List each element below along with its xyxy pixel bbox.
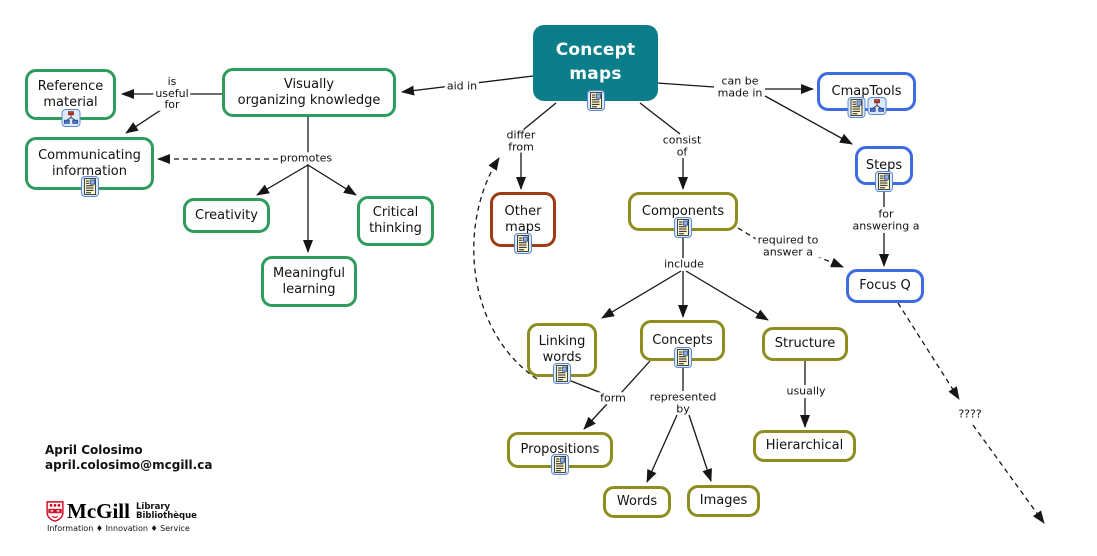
node-focus-q[interactable]: Focus Q	[846, 269, 924, 303]
node-resource-icons	[61, 109, 80, 127]
link-label-form: form	[598, 391, 628, 405]
node-label-concepts: Concepts	[652, 332, 713, 348]
node-label-concept-maps: Concept maps	[555, 40, 636, 84]
edge-unknown-continues	[972, 424, 1045, 524]
node-resource-icons	[80, 176, 99, 197]
node-label-hierarchical: Hierarchical	[765, 438, 844, 454]
node-label-images: Images	[699, 493, 748, 509]
node-communicating-information[interactable]: Communicating information	[25, 137, 154, 197]
edge-focus-q-to-unknown	[897, 302, 960, 400]
link-label-can-be-made-in: can be made in	[715, 74, 765, 99]
edge-represented-by-to-images	[688, 414, 712, 482]
link-label-differ-from: differ from	[504, 128, 538, 153]
node-label-components: Components	[641, 203, 725, 219]
node-words[interactable]: Words	[603, 486, 671, 518]
node-label-other-maps: Other maps	[504, 203, 542, 235]
node-label-words: Words	[616, 494, 658, 510]
document-resource-icon[interactable]	[514, 233, 532, 254]
author-block: April Colosimo april.colosimo@mcgill.ca	[45, 443, 212, 473]
library-tagline: Information ♦ Innovation ♦ Service	[47, 524, 190, 533]
node-resource-icons	[875, 171, 893, 192]
document-resource-icon[interactable]	[551, 454, 569, 475]
node-concept-maps[interactable]: Concept maps	[533, 25, 658, 111]
document-resource-icon[interactable]	[875, 171, 893, 192]
link-label-consist-of: consist of	[660, 133, 704, 158]
node-label-creativity: Creativity	[195, 207, 258, 223]
link-label-is-useful-for: is useful for	[153, 74, 191, 111]
document-resource-icon[interactable]	[673, 347, 692, 368]
edge-form-to-propositions	[583, 403, 608, 430]
node-creativity[interactable]: Creativity	[183, 198, 270, 233]
node-critical-thinking[interactable]: Critical thinking	[357, 196, 434, 246]
edge-concepts-to-form	[620, 360, 651, 394]
mcgill-wordmark: McGill	[67, 499, 130, 523]
node-concepts[interactable]: Concepts	[640, 320, 725, 368]
node-reference-material[interactable]: Reference material	[25, 69, 116, 127]
link-label-aid-in: aid in	[444, 79, 480, 93]
node-label-cmaptools: CmapTools	[831, 83, 902, 99]
node-visually-organizing-knowledge[interactable]: Visually organizing knowledge	[222, 68, 396, 117]
edge-include-to-linking-words	[601, 270, 682, 319]
node-other-maps[interactable]: Other maps	[490, 192, 556, 254]
edge-concept-maps-to-can-be	[656, 82, 715, 88]
link-label-unknown-question: ????	[956, 407, 984, 421]
author-email: april.colosimo@mcgill.ca	[45, 458, 213, 472]
node-label-linking-words: Linking words	[538, 334, 586, 365]
document-resource-icon[interactable]	[674, 217, 692, 238]
node-label-structure: Structure	[774, 336, 836, 352]
node-label-critical-thinking: Critical thinking	[369, 205, 422, 236]
node-linking-words[interactable]: Linking words	[527, 323, 597, 384]
node-steps[interactable]: Steps	[855, 146, 913, 192]
node-hierarchical[interactable]: Hierarchical	[753, 430, 856, 462]
node-resource-icons	[847, 97, 886, 118]
node-meaningful-learning[interactable]: Meaningful learning	[261, 256, 357, 307]
link-label-include: include	[662, 257, 706, 271]
link-label-required-to-answer-a: required to answer a	[755, 233, 821, 258]
node-resource-icons	[586, 90, 605, 111]
edge-can-be-to-steps	[764, 95, 853, 145]
document-resource-icon[interactable]	[80, 176, 99, 197]
edge-promotes-to-critical-thinking	[307, 164, 357, 196]
cmap-resource-icon[interactable]	[867, 97, 886, 118]
node-label-steps: Steps	[865, 157, 903, 173]
node-label-meaningful-learning: Meaningful learning	[273, 265, 345, 297]
document-resource-icon[interactable]	[586, 90, 605, 111]
author-name: April Colosimo	[45, 443, 143, 457]
node-label-propositions: Propositions	[520, 442, 600, 458]
library-label: Library	[135, 501, 171, 512]
library-unit-label: Library Bibliothèque	[135, 501, 197, 521]
document-resource-icon[interactable]	[847, 97, 865, 118]
edge-required-to-focus-q	[815, 255, 844, 268]
node-label-communicating-information: Communicating information	[38, 147, 141, 179]
node-resource-icons	[551, 454, 569, 475]
edge-concept-maps-to-consist-of	[639, 102, 681, 135]
link-label-usually: usually	[784, 384, 828, 398]
node-propositions[interactable]: Propositions	[507, 432, 613, 475]
mcgill-logo: McGill Library Bibliothèque Information …	[46, 501, 197, 533]
node-structure[interactable]: Structure	[762, 327, 848, 361]
link-label-for-answering-a: for answering a	[850, 207, 922, 232]
node-cmaptools[interactable]: CmapTools	[817, 72, 916, 118]
link-label-promotes: promotes	[277, 151, 335, 165]
node-label-focus-q: Focus Q	[859, 278, 911, 294]
edge-promotes-to-creativity	[256, 164, 309, 196]
node-components[interactable]: Components	[628, 192, 738, 238]
node-images[interactable]: Images	[687, 485, 760, 517]
document-resource-icon[interactable]	[553, 363, 571, 384]
edge-represented-by-to-words	[646, 414, 678, 483]
mcgill-shield-icon	[46, 501, 64, 522]
node-resource-icons	[553, 363, 571, 384]
cmap-resource-icon[interactable]	[61, 109, 80, 127]
node-resource-icons	[674, 217, 692, 238]
node-resource-icons	[514, 233, 532, 254]
node-label-visually-organizing-knowledge: Visually organizing knowledge	[237, 76, 381, 108]
node-label-reference-material: Reference material	[37, 78, 104, 110]
bibliotheque-label: Bibliothèque	[135, 510, 197, 521]
edge-concept-maps-to-differ-from	[522, 102, 557, 131]
node-resource-icons	[673, 347, 692, 368]
edge-include-to-structure	[685, 270, 769, 321]
link-label-represented-by: represented by	[647, 390, 719, 415]
